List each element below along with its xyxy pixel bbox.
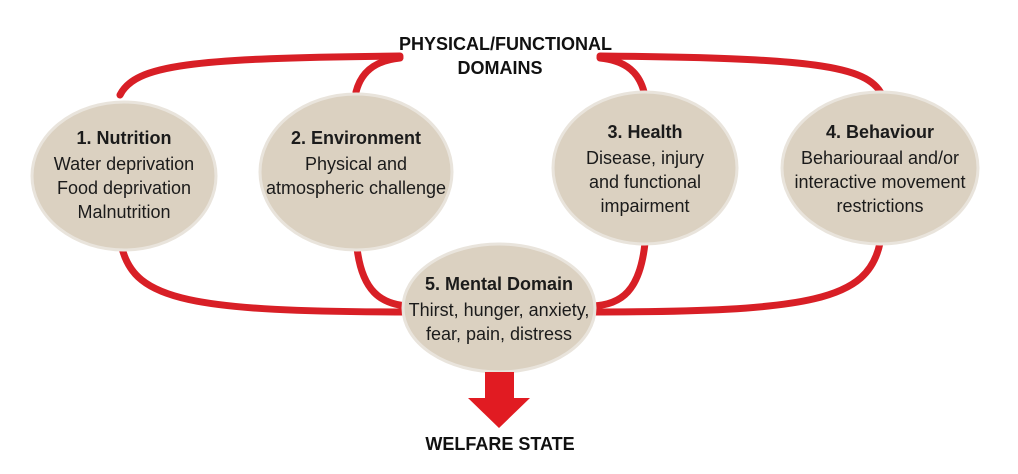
connector-top-environment	[352, 54, 404, 96]
nutrition-line-2: Food deprivation	[56, 178, 192, 198]
health-line-2: and functional	[588, 172, 702, 192]
mental-domain-title: 5. Mental Domain	[424, 274, 574, 294]
health-line-1: Disease, injury	[585, 148, 705, 168]
health-label: 3. Health Disease, injury and functional…	[555, 120, 735, 218]
environment-label: 2. Environment Physical and atmospheric …	[256, 126, 456, 200]
environment-ellipse	[258, 92, 454, 252]
environment-line-2: atmospheric challenge	[265, 178, 447, 198]
behaviour-line-2: interactive movement	[794, 172, 966, 192]
mental-domain-line-2: fear, pain, distress	[425, 324, 573, 344]
welfare-state-text: WELFARE STATE	[425, 434, 575, 454]
health-title: 3. Health	[607, 122, 683, 142]
welfare-state-label: WELFARE STATE	[399, 432, 601, 456]
behaviour-title: 4. Behaviour	[825, 122, 935, 142]
heading-line-1: PHYSICAL/FUNCTIONAL	[399, 34, 612, 54]
heading-line-2: DOMAINS	[457, 58, 543, 78]
behaviour-ellipse	[780, 90, 980, 246]
nutrition-ellipse	[30, 100, 218, 252]
behaviour-label: 4. Behaviour Behariouraal and/or interac…	[780, 120, 980, 218]
environment-line-1: Physical and	[304, 154, 408, 174]
behaviour-line-3: restrictions	[836, 196, 924, 216]
environment-title: 2. Environment	[290, 128, 422, 148]
connector-bottom-environment	[353, 244, 414, 310]
health-line-3: impairment	[600, 196, 690, 216]
connector-bottom-health	[588, 239, 649, 310]
nutrition-label: 1. Nutrition Water deprivation Food depr…	[34, 126, 214, 224]
connector-bottom-behaviour	[586, 239, 884, 316]
behaviour-line-1: Behariouraal and/or	[800, 148, 960, 168]
connector-top-health	[596, 54, 648, 96]
down-arrow-icon	[468, 372, 530, 428]
nutrition-line-1: Water deprivation	[53, 154, 195, 174]
mental-domain-line-1: Thirst, hunger, anxiety,	[408, 300, 590, 320]
mental-domain-label: 5. Mental Domain Thirst, hunger, anxiety…	[404, 272, 594, 346]
connector-top-nutrition	[116, 52, 404, 99]
connector-bottom-nutrition	[118, 244, 416, 316]
nutrition-title: 1. Nutrition	[76, 128, 172, 148]
physical-functional-heading: PHYSICAL/FUNCTIONAL DOMAINS	[399, 32, 612, 80]
nutrition-line-3: Malnutrition	[77, 202, 171, 222]
health-ellipse	[551, 90, 739, 246]
connector-top-behaviour	[596, 52, 886, 99]
